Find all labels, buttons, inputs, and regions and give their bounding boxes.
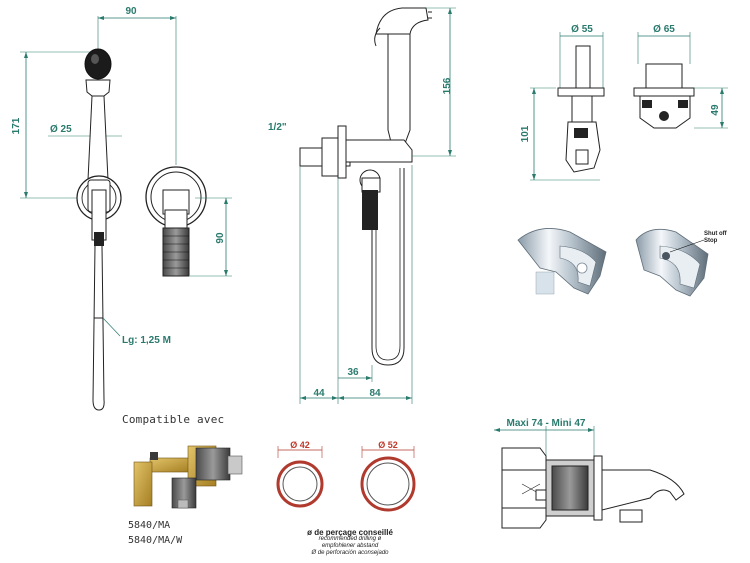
drill-ring-42 <box>276 446 324 508</box>
dimension-height-171: 171 <box>11 117 22 134</box>
handshower-front-view <box>20 16 177 411</box>
holder-render-shut-off <box>635 228 709 297</box>
handshower-side-view <box>299 7 456 404</box>
drilling-line-es: Ø de perforación aconsejado <box>311 550 389 556</box>
wall-holder-side-view <box>145 166 232 277</box>
dimension-diameter-65: Ø 65 <box>653 24 675 35</box>
holder-size-views <box>530 32 728 181</box>
stop-label: Stop <box>704 238 718 244</box>
dimension-diameter-25: Ø 25 <box>50 124 72 135</box>
dimension-holder-90: 90 <box>215 232 226 244</box>
drilling-line-de: empfohlener abstand <box>321 543 379 549</box>
maxi-mini-dimension: Maxi 74 - Mini 47 <box>507 418 586 429</box>
shut-off-label: Shut off <box>704 231 728 237</box>
wall-section-view <box>494 426 685 529</box>
drill-ring-52 <box>360 446 416 512</box>
drill-diameter-52: Ø 52 <box>378 440 398 450</box>
dimension-84: 84 <box>369 388 381 399</box>
dimension-height-49: 49 <box>710 104 721 116</box>
dimension-diameter-55: Ø 55 <box>571 24 593 35</box>
model-number-2: 5840/MA/W <box>128 535 183 546</box>
dimension-36: 36 <box>347 367 359 378</box>
dimension-height-156: 156 <box>442 77 453 94</box>
compatible-valve-render <box>133 445 243 509</box>
drill-diameter-42: Ø 42 <box>290 440 310 450</box>
dimension-height-101: 101 <box>520 125 531 142</box>
holder-render-standard <box>517 228 607 295</box>
compatible-title: Compatible avec <box>122 413 225 426</box>
dimension-44: 44 <box>313 388 325 399</box>
drilling-line-en: recommended drilling ø <box>318 536 382 542</box>
hose-length-label: Lg: 1,25 M <box>122 335 171 346</box>
drilling-note: ø de perçage conseillé recommended drill… <box>280 527 420 557</box>
thread-size-label: 1/2" <box>268 122 287 133</box>
dimension-width-90: 90 <box>125 6 137 17</box>
drilling-title: ø de perçage conseillé <box>307 528 393 537</box>
model-number-1: 5840/MA <box>128 520 171 531</box>
